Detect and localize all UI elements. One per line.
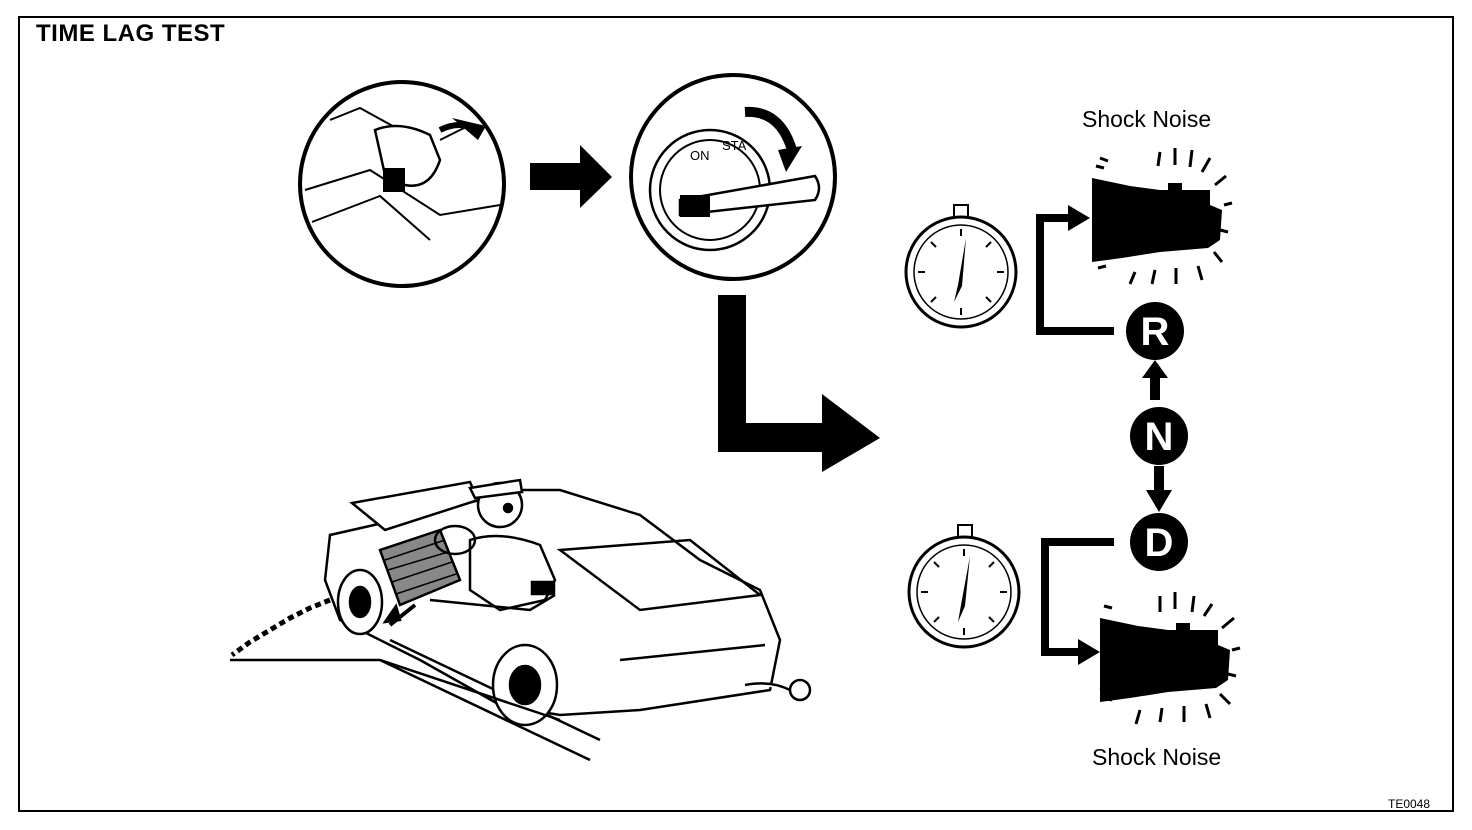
gear-r-badge xyxy=(1126,302,1184,360)
stopwatch-bottom-icon xyxy=(907,524,1021,649)
transmission-top-icon xyxy=(1092,148,1233,285)
parking-brake-hand-icon xyxy=(298,80,506,288)
gear-n-label: N xyxy=(1145,415,1174,459)
ignition-key-icon: ON STA xyxy=(629,73,837,281)
transmission-bottom-icon xyxy=(1099,592,1241,725)
gear-selector: R N D xyxy=(1126,302,1188,571)
ignition-start-label: STA xyxy=(722,138,747,153)
ignition-on-label: ON xyxy=(690,148,710,163)
shock-noise-label-bottom: Shock Noise xyxy=(1092,744,1222,770)
figure-code: TE0048 xyxy=(1388,797,1431,811)
car-with-mechanic-icon xyxy=(230,478,812,762)
bracket-bottom xyxy=(1041,538,1114,656)
gear-r-label: R xyxy=(1141,310,1170,354)
bracket-top xyxy=(1036,214,1114,335)
gear-d-badge xyxy=(1130,513,1188,571)
bend-arrow-icon xyxy=(718,295,880,472)
up-arrow-icon xyxy=(1142,360,1168,400)
right-arrow-icon xyxy=(530,145,612,208)
figure-title: TIME LAG TEST xyxy=(36,20,226,47)
bracket-bottom-arrowhead xyxy=(1078,639,1100,665)
gear-n-badge xyxy=(1130,407,1188,465)
bracket-top-arrowhead xyxy=(1068,205,1090,231)
gear-d-label: D xyxy=(1145,521,1174,565)
stopwatch-top-icon xyxy=(904,204,1018,329)
shock-noise-label-top: Shock Noise xyxy=(1082,106,1212,132)
down-arrow-icon xyxy=(1146,466,1172,512)
figure-frame xyxy=(18,16,1454,812)
